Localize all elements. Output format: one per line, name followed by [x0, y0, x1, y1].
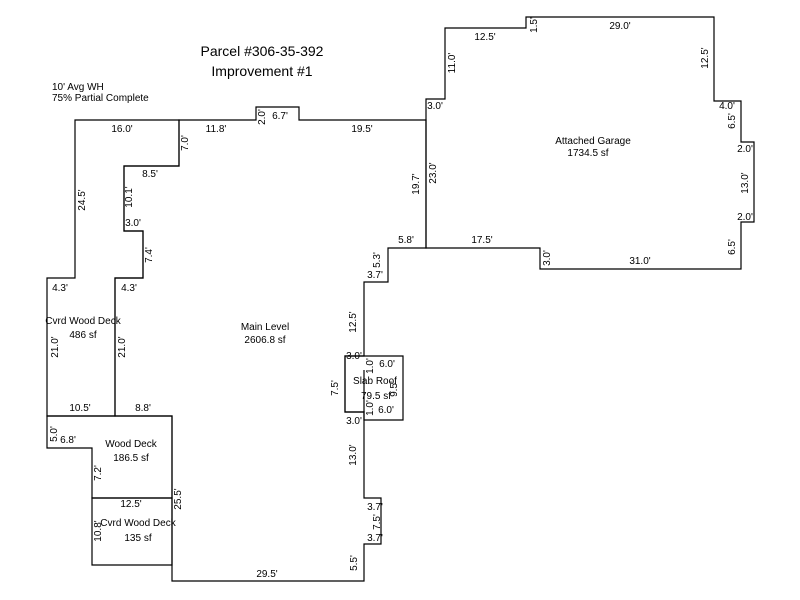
dimension-label: 29.5' [256, 569, 277, 580]
dimension-label: 3.7' [367, 533, 383, 544]
dimension-label: 11.0' [447, 53, 458, 74]
area-wood-deck: Wood Deck 186.5 sf [105, 439, 158, 464]
dimension-label: 8.5' [142, 169, 158, 180]
garage-outline [425, 16, 755, 270]
dimension-label: 3.0' [542, 250, 553, 266]
area-covered-wood-deck-left: Cvrd Wood Deck 486 sf [45, 316, 121, 341]
dimension-label: 19.5' [351, 124, 372, 135]
dimension-label: 23.0' [428, 162, 439, 183]
dimension-label: 10.5' [69, 403, 90, 414]
dimension-label: 10.1' [124, 186, 135, 207]
dimension-label: 5.0' [49, 426, 60, 442]
dimension-label: 5.8' [398, 235, 414, 246]
dimension-label: 6.8' [60, 435, 76, 446]
dimension-label: 3.0' [427, 101, 443, 112]
area-size: 486 sf [69, 330, 96, 341]
area-size: 2606.8 sf [244, 335, 285, 346]
dimension-label: 29.0' [609, 21, 630, 32]
dimension-label: 13.0' [348, 444, 359, 465]
dimension-label: 7.5' [372, 514, 383, 530]
dimension-label: 1.5' [529, 17, 540, 33]
dimension-label: 6.5' [727, 239, 738, 255]
dimension-label: 7.0' [180, 135, 191, 151]
dimension-label: 5.3' [372, 252, 383, 268]
improvement-title: Improvement #1 [211, 63, 312, 79]
dimension-label: 12.5' [348, 311, 359, 332]
area-name: Attached Garage [555, 136, 631, 147]
note-partial-complete: 75% Partial Complete [52, 93, 149, 104]
dimension-labels-horizontal: 16.0' 11.8' 6.7' 19.5' 8.5' 3.0' 4.3' 4.… [52, 21, 753, 580]
dimension-label: 12.5' [474, 32, 495, 43]
dimension-label: 7.4' [144, 247, 155, 263]
wood-deck-outline [46, 415, 173, 499]
area-name: Main Level [241, 322, 289, 333]
dimension-label: 16.0' [111, 124, 132, 135]
dimension-label: 1.0' [365, 400, 376, 416]
dimension-label: 12.5' [700, 47, 711, 68]
dimension-label: 7.2' [93, 465, 104, 481]
area-name: Cvrd Wood Deck [45, 316, 121, 327]
area-main-level: Main Level 2606.8 sf [241, 322, 289, 346]
dimension-label: 24.5' [77, 189, 88, 210]
covered-wood-deck-left-outline [46, 119, 180, 417]
dimension-label: 6.0' [378, 405, 394, 416]
area-name: Wood Deck [105, 439, 158, 450]
area-name: Cvrd Wood Deck [100, 518, 176, 529]
dimension-label: 11.8' [206, 124, 227, 135]
parcel-title: Parcel #306-35-392 [201, 43, 324, 59]
area-slab-roof: Slab Roof 79.5 sf [353, 376, 397, 402]
dimension-label: 6.5' [727, 113, 738, 129]
covered-wood-deck-lower-outline [91, 497, 173, 566]
dimension-label: 6.7' [272, 111, 288, 122]
dimension-label: 21.0' [117, 336, 128, 357]
dimension-label: 12.5' [120, 499, 141, 510]
area-attached-garage: Attached Garage 1734.5 sf [555, 136, 631, 159]
dimension-label: 4.3' [121, 283, 137, 294]
dimension-label: 3.7' [367, 502, 383, 513]
dimension-labels-vertical: 2.0' 7.0' 10.1' 7.4' 24.5' 19.7' 5.3' 12… [49, 17, 751, 571]
dimension-label: 3.0' [346, 416, 362, 427]
dimension-label: 9.5' [389, 381, 400, 397]
note-wall-height: 10' Avg WH [52, 82, 104, 93]
dimension-label: 1.0' [365, 358, 376, 374]
dimension-label: 8.8' [135, 403, 151, 414]
dimension-label: 2.0' [737, 144, 753, 155]
dimension-label: 25.5' [173, 488, 184, 509]
area-covered-wood-deck-lower: Cvrd Wood Deck 135 sf [100, 518, 176, 544]
dimension-label: 7.5' [330, 380, 341, 396]
area-size: 79.5 sf [361, 391, 391, 402]
dimension-label: 6.0' [379, 359, 395, 370]
dimension-label: 21.0' [50, 336, 61, 357]
dimension-label: 10.8' [93, 520, 104, 541]
area-name: Slab Roof [353, 376, 397, 387]
dimension-label: 4.3' [52, 283, 68, 294]
area-size: 1734.5 sf [567, 148, 608, 159]
dimension-label: 31.0' [629, 256, 650, 267]
dimension-label: 19.7' [411, 173, 422, 194]
dimension-label: 4.0' [719, 101, 735, 112]
dimension-label: 2.0' [257, 109, 268, 125]
dimension-label: 2.0' [737, 212, 753, 223]
area-size: 186.5 sf [113, 453, 149, 464]
dimension-label: 3.0' [346, 351, 362, 362]
dimension-label: 5.5' [349, 555, 360, 571]
area-size: 135 sf [124, 533, 151, 544]
dimension-label: 17.5' [471, 235, 492, 246]
dimension-label: 3.7' [367, 270, 383, 281]
dimension-label: 3.0' [125, 218, 141, 229]
dimension-label: 13.0' [740, 172, 751, 193]
slab-roof-outline [344, 355, 404, 421]
